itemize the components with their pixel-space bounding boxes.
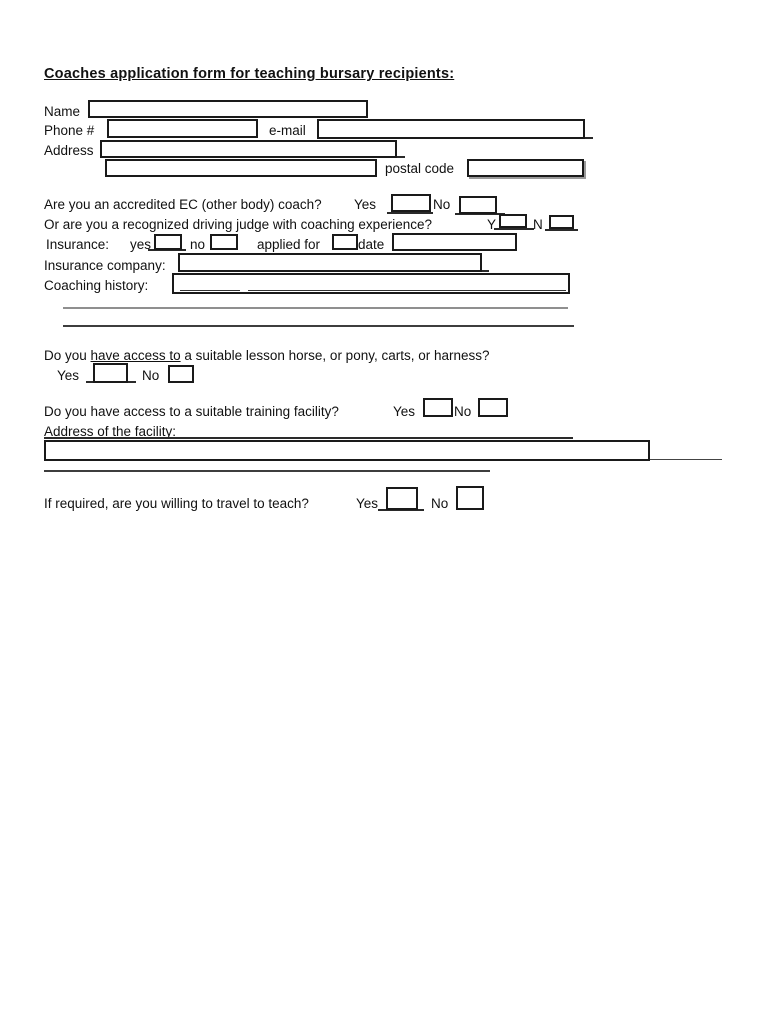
name-label: Name [44, 104, 81, 119]
judge-y-label: Y [487, 217, 497, 232]
postal-code-input[interactable] [467, 159, 584, 177]
lesson-horse-text-underlined: have access to [90, 348, 181, 363]
lesson-horse-text-post: a suitable lesson horse, or pony, carts,… [180, 348, 490, 363]
insurance-date-input[interactable] [392, 233, 517, 251]
phone-input[interactable] [107, 119, 258, 138]
insurance-no-label: no [190, 237, 206, 252]
lesson-yes-label: Yes [57, 368, 80, 383]
facility-bottom-rule-line [44, 470, 490, 472]
insurance-company-line-tail [482, 270, 489, 272]
question-travel: If required, are you willing to travel t… [44, 496, 309, 511]
question-accredited: Are you an accredited EC (other body) co… [44, 197, 322, 212]
insurance-label: Insurance: [46, 237, 110, 252]
travel-no-label: No [431, 496, 449, 511]
judge-n-checkbox[interactable] [549, 215, 574, 229]
facility-no-checkbox[interactable] [478, 398, 508, 417]
address-label: Address [44, 143, 94, 158]
facility-no-label: No [454, 404, 472, 419]
phone-label: Phone # [44, 123, 95, 138]
form-title: Coaches application form for teaching bu… [44, 66, 455, 82]
applied-for-label: applied for [257, 237, 321, 252]
email-line-tail [585, 137, 593, 139]
insurance-yes-checkbox[interactable] [154, 234, 182, 250]
question-judge: Or are you a recognized driving judge wi… [44, 217, 432, 232]
applied-for-checkbox[interactable] [332, 234, 358, 250]
coaching-history-long-rule [248, 290, 566, 291]
insurance-yes-label: yes [130, 237, 152, 252]
accredited-yes-line [387, 212, 433, 214]
facility-address-underline [44, 437, 573, 439]
accredited-yes-label: Yes [354, 197, 377, 212]
insurance-no-checkbox[interactable] [210, 234, 238, 250]
lesson-no-checkbox[interactable] [168, 365, 194, 383]
history-rule-line-2 [63, 325, 574, 327]
judge-n-label: N [533, 217, 543, 232]
question-training-facility: Do you have access to a suitable trainin… [44, 404, 339, 419]
travel-yes-label: Yes [356, 496, 379, 511]
email-label: e-mail [269, 123, 306, 138]
coaching-history-input[interactable] [172, 273, 570, 294]
lesson-horse-text-pre: Do you [44, 348, 91, 363]
facility-yes-checkbox[interactable] [423, 398, 453, 417]
accredited-no-checkbox[interactable] [459, 196, 497, 214]
travel-yes-line [378, 509, 424, 511]
insurance-company-input[interactable] [178, 253, 482, 272]
insurance-company-label: Insurance company: [44, 258, 166, 273]
insurance-yes-line [148, 249, 186, 251]
facility-address-input[interactable] [44, 440, 650, 461]
accredited-no-line [455, 213, 505, 215]
name-input[interactable] [88, 100, 368, 118]
history-rule-line-1 [63, 307, 568, 309]
judge-n-line [545, 229, 578, 231]
question-lesson-horse: Do you have access to a suitable lesson … [44, 348, 490, 364]
coaching-history-short-rule [180, 290, 240, 291]
date-label: date [358, 237, 385, 252]
judge-y-checkbox[interactable] [499, 214, 527, 228]
facility-address-label: Address of the facility: [44, 424, 177, 439]
travel-yes-checkbox[interactable] [386, 487, 418, 510]
lesson-yes-checkbox[interactable] [93, 363, 128, 383]
facility-box-right-line [650, 459, 722, 460]
address-line2-input[interactable] [105, 159, 377, 177]
travel-no-checkbox[interactable] [456, 486, 484, 510]
facility-yes-label: Yes [393, 404, 416, 419]
postal-code-label: postal code [385, 161, 455, 176]
judge-y-line [494, 228, 534, 230]
coaching-history-label: Coaching history: [44, 278, 149, 293]
address-line-tail [397, 156, 405, 158]
email-input[interactable] [317, 119, 585, 139]
accredited-yes-checkbox[interactable] [391, 194, 431, 212]
address-line1-input[interactable] [100, 140, 397, 158]
lesson-no-label: No [142, 368, 160, 383]
accredited-no-label: No [433, 197, 451, 212]
